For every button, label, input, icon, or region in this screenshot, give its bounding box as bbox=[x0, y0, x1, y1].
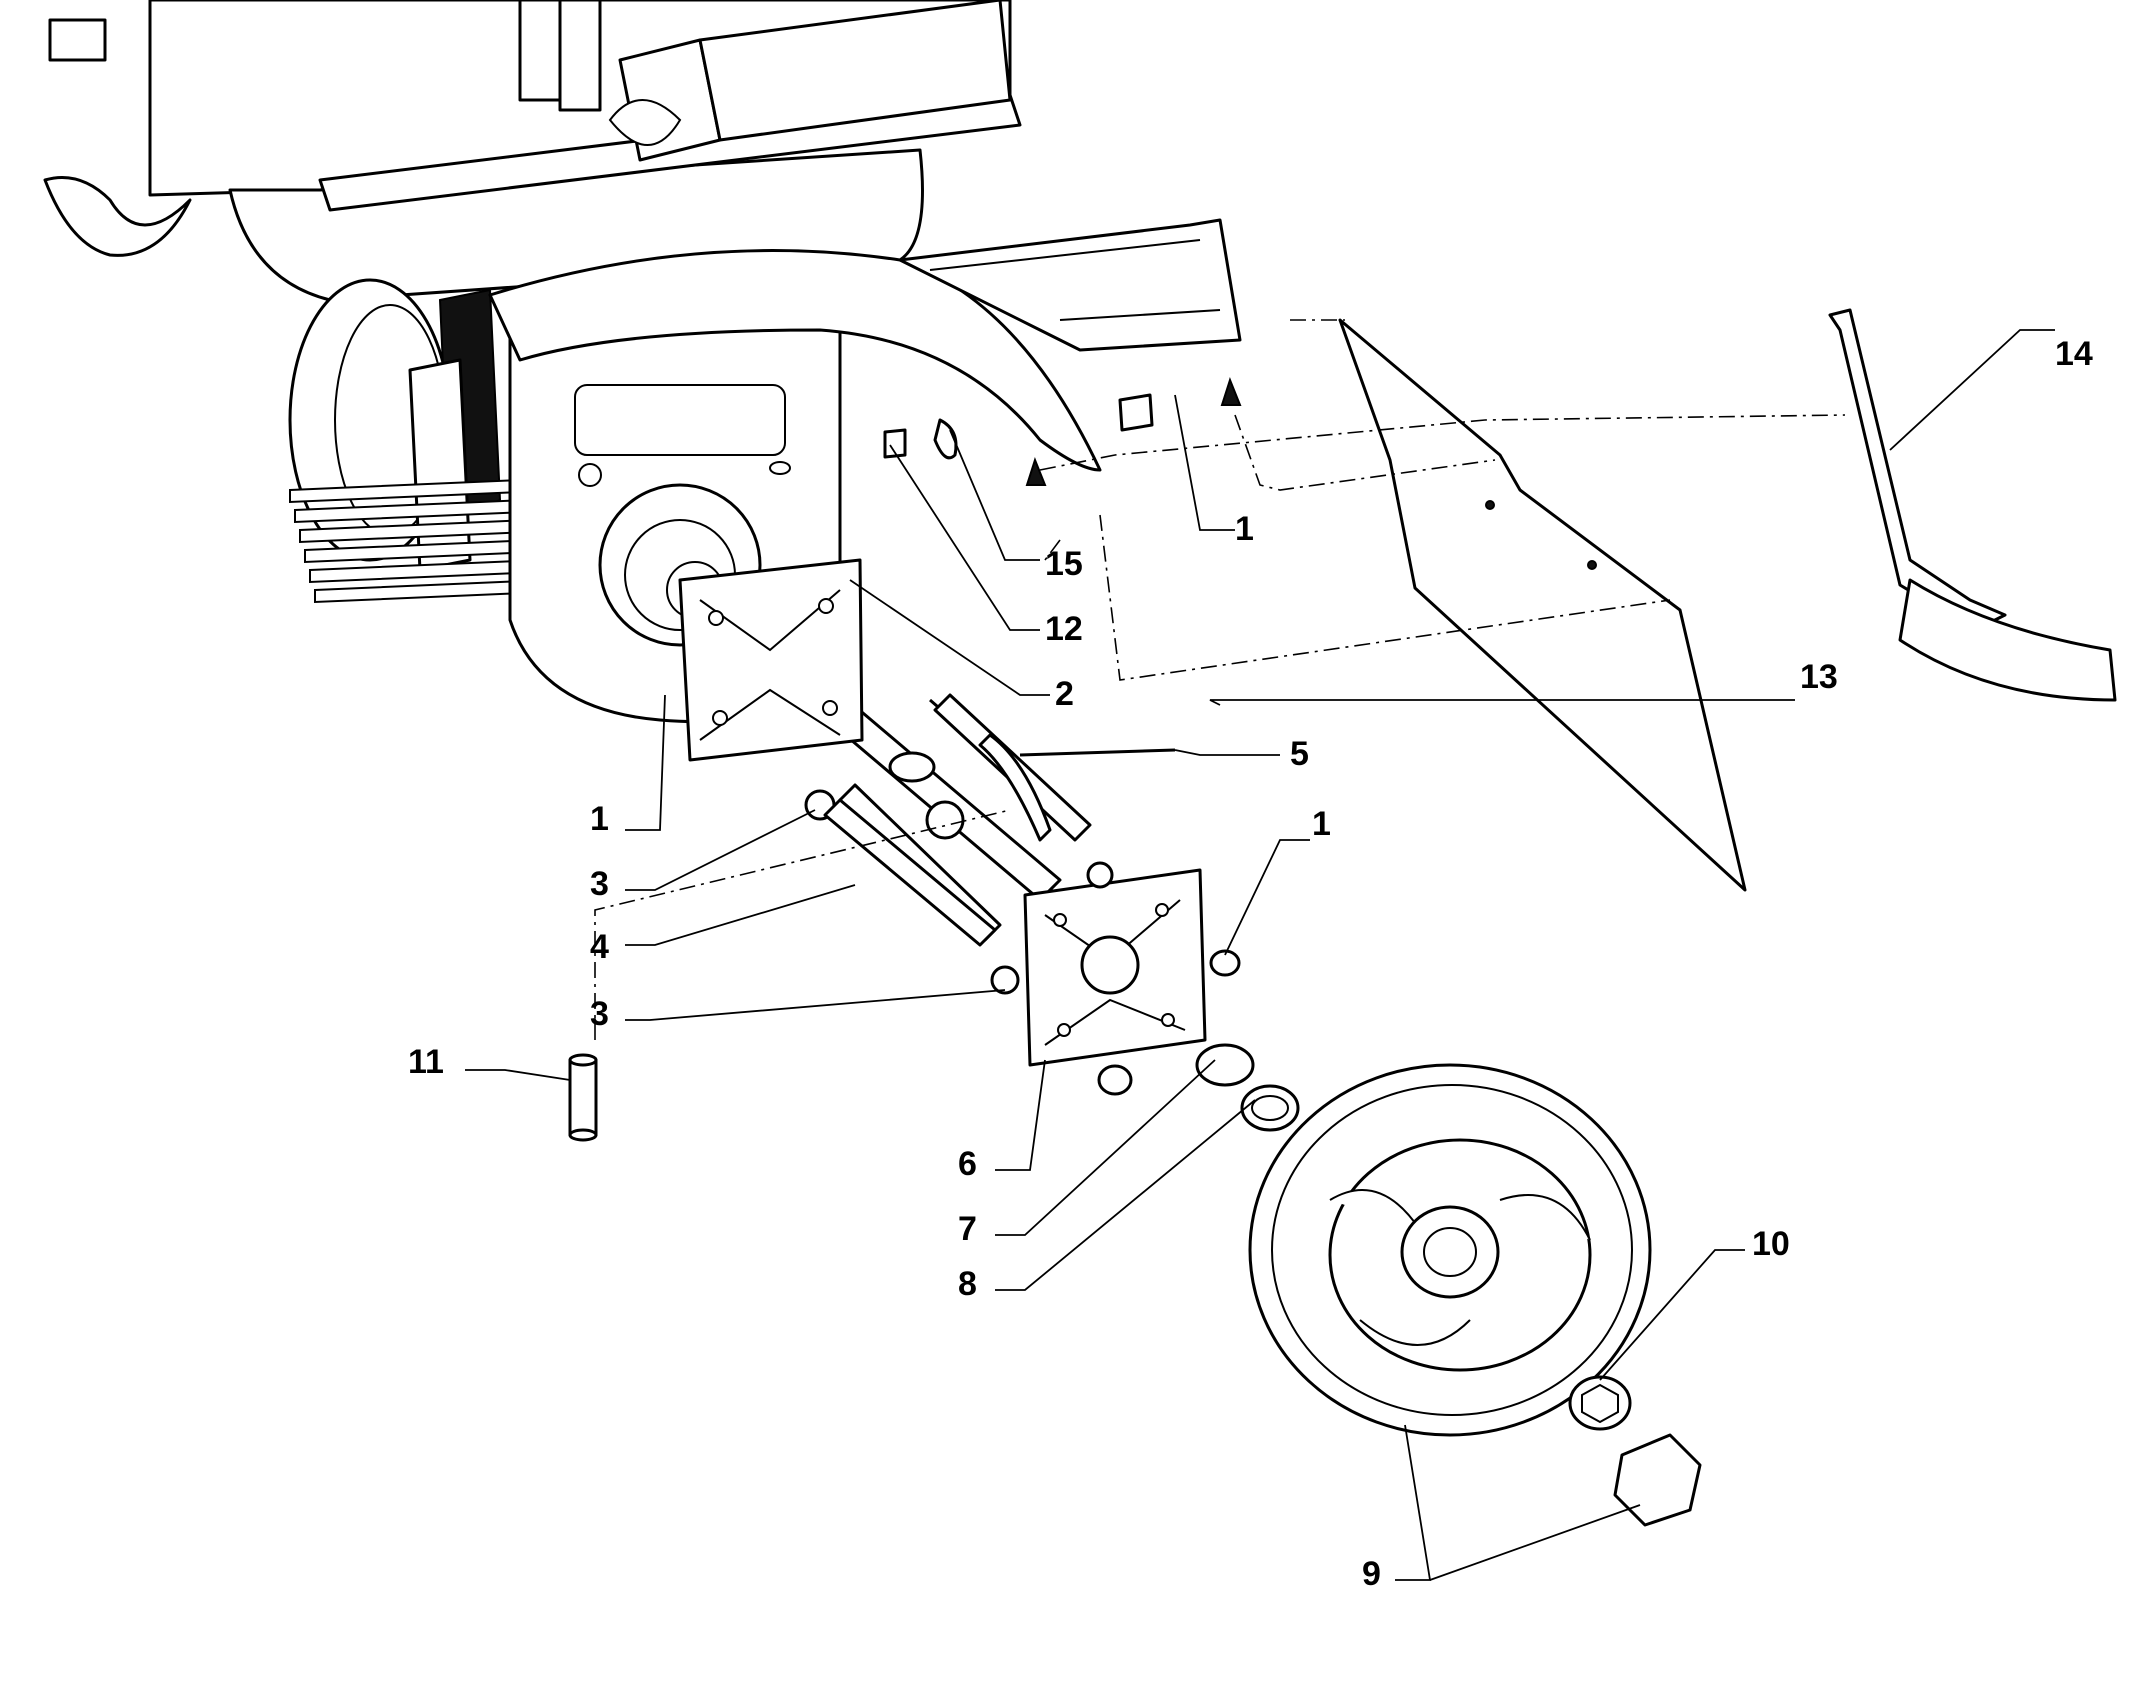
mounting-plate-rear bbox=[678, 558, 864, 762]
callout-5: 5 bbox=[1290, 735, 1309, 773]
assembly-lines bbox=[594, 319, 1846, 1040]
fender bbox=[488, 218, 1242, 472]
machine-body bbox=[43, 0, 1022, 302]
callout-6: 6 bbox=[958, 1145, 977, 1183]
callout-12: 12 bbox=[1045, 610, 1083, 648]
hook-14 bbox=[1828, 308, 2117, 702]
mounting-plate-front bbox=[1023, 868, 1207, 1067]
callout-11: 11 bbox=[408, 1043, 444, 1081]
callout-13: 13 bbox=[1800, 658, 1838, 696]
small-parts bbox=[568, 393, 1300, 1142]
wheel-9 bbox=[1248, 1063, 1652, 1437]
flap-13 bbox=[1338, 318, 1747, 892]
callout-1-right: 1 bbox=[1312, 805, 1331, 843]
callout-10: 10 bbox=[1752, 1225, 1790, 1263]
callout-1-top: 1 bbox=[1235, 510, 1254, 548]
callout-1-left: 1 bbox=[590, 800, 609, 838]
callout-2: 2 bbox=[1055, 675, 1074, 713]
hub-cap bbox=[1568, 1375, 1702, 1527]
washer-3a bbox=[1086, 861, 1114, 889]
callout-7: 7 bbox=[958, 1210, 977, 1248]
callout-15: 15 bbox=[1045, 545, 1083, 583]
callout-14: 14 bbox=[2055, 335, 2093, 373]
tine-blades bbox=[289, 478, 546, 604]
tine-assembly bbox=[288, 278, 546, 604]
callout-3-upper: 3 bbox=[590, 865, 609, 903]
callout-9: 9 bbox=[1362, 1555, 1381, 1593]
leader-lines bbox=[465, 329, 2055, 1581]
callout-3-lower: 3 bbox=[590, 995, 609, 1033]
callout-labels: 1 1 1 2 3 3 4 5 6 7 8 9 10 11 12 13 14 1… bbox=[408, 335, 2093, 1593]
callout-8: 8 bbox=[958, 1265, 977, 1303]
callout-4: 4 bbox=[590, 928, 609, 966]
